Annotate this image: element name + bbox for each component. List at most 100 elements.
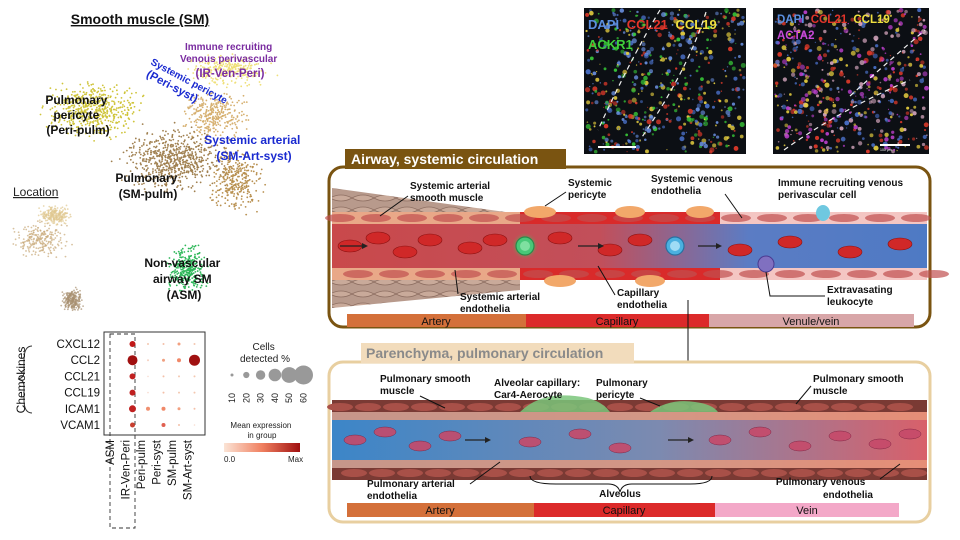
airway-lumen: [332, 224, 927, 268]
alveolar-capillary-aerocyte: [520, 395, 610, 412]
size-legend-dot: [281, 367, 298, 383]
parenchyma-red-blood-cells: [343, 426, 922, 454]
cluster-label-asm: Non-vascular airway SM (ASM): [144, 256, 223, 302]
size-legend-dot: [268, 368, 282, 382]
dot-mark: [177, 342, 181, 346]
dot-mark: [162, 375, 165, 378]
group-label: SM-Art-syst: [183, 439, 195, 500]
micrograph-right-labels: DAPI CCL21 CCL19: [777, 14, 890, 26]
cluster-label-sm-pulm: Pulmonary (SM-pulm): [115, 171, 180, 201]
label-systemic-pericyte: Systemic pericyte: [568, 178, 615, 201]
dot-mark: [127, 355, 138, 366]
dot-mark: [161, 406, 166, 411]
immune-recruiting-venous-perivascular-cell: [816, 205, 830, 221]
cluster-label-ir-ven-peri: Immune recruiting Venous perivascular (I…: [180, 42, 280, 80]
dot-mark: [161, 423, 166, 427]
airway-header-bg: [345, 149, 566, 169]
label-pulm-sm-left: Pulmonary smooth muscle: [380, 374, 473, 397]
gene-label: ICAM1: [65, 404, 100, 416]
group-label: Peri-pulm: [136, 440, 148, 489]
parenchyma-bar-capillary-label: Capillary: [603, 505, 646, 517]
parenchyma-bar-artery-label: Artery: [425, 505, 455, 517]
size-legend-value: 60: [299, 393, 309, 403]
airway-bar-capillary: [526, 314, 709, 327]
size-legend-dot: [294, 365, 313, 385]
gene-label: CCL2: [71, 355, 100, 367]
group-label: SM-pulm: [167, 440, 179, 486]
micrograph-left-signal: [584, 8, 746, 154]
airway-bar-artery: [347, 314, 526, 327]
size-legend-dot: [230, 373, 234, 377]
dot-mark: [193, 375, 196, 378]
size-legend-dot: [255, 370, 266, 380]
dot-mark: [162, 343, 165, 345]
dot-mark: [129, 405, 136, 413]
umap-scatter: [39, 53, 279, 294]
dot-mark: [178, 375, 180, 378]
dot-mark: [162, 358, 165, 362]
size-legend-value: 40: [270, 393, 280, 403]
parenchyma-bar-vein: [715, 503, 899, 517]
dot-mark: [147, 375, 149, 378]
colorbar-min: 0.0: [224, 455, 236, 464]
gene-label: CCL19: [64, 388, 100, 400]
dot-mark: [178, 424, 180, 426]
micrograph-right-scale-text: 100 µm: [880, 148, 892, 152]
dot-mark: [147, 359, 149, 362]
dotplot-ylabel: Chemokines: [14, 347, 28, 414]
label-capillary-endothelia: Capillary endothelia: [617, 288, 667, 311]
dot-mark: [146, 406, 150, 411]
label-pulm-sm-right: Pulmonary smooth muscle: [813, 374, 906, 397]
dot-mark: [193, 424, 196, 426]
dot-mark: [162, 391, 165, 394]
micrograph-right: 100 µm DAPI CCL21 CCL19 ACTA2: [772, 7, 929, 154]
airway-bar-artery-label: Artery: [421, 316, 451, 328]
size-legend-value: 30: [256, 393, 266, 403]
micrograph-left-labels: DAPI CCL21 CCL19: [588, 17, 717, 32]
airway-panel: Airway, systemic circulation: [325, 149, 949, 329]
parenchyma-header: Parenchyma, pulmonary circulation: [366, 345, 603, 361]
colorbar-max: Max: [288, 455, 303, 464]
airway-red-blood-cells: [337, 231, 913, 259]
dot-mark: [129, 373, 136, 380]
micrograph-left-label-ackr1: ACKR1: [588, 37, 633, 52]
umap-title: Smooth muscle (SM): [71, 11, 209, 27]
size-legend-value: 10: [227, 393, 237, 403]
systemic-pericyte-cell: [524, 206, 556, 218]
dot-mark: [147, 343, 149, 345]
umap-panel: Smooth muscle (SM) Location Immune recru…: [12, 11, 300, 312]
micrograph-right-vessel-outline: [783, 29, 926, 151]
chemokine-bracket: [17, 345, 33, 414]
dot-mark: [193, 391, 196, 394]
color-legend-title: Mean expression in group: [230, 421, 293, 440]
label-systemic-arterial-sm: Systemic arterial smooth muscle: [410, 181, 493, 204]
group-label: IR-Ven-Peri: [121, 440, 133, 499]
dot-mark: [147, 391, 149, 394]
dot-mark: [130, 422, 135, 428]
cluster-label-peri-pulm: Pulmonary pericyte (Peri-pulm): [45, 93, 110, 137]
location-inset-scatter: [12, 204, 84, 312]
dot-mark: [193, 407, 196, 410]
dotplot-frame: [103, 331, 206, 436]
parenchyma-bar-artery: [347, 503, 534, 517]
micrograph-left: DAPI CCL21 CCL19 ACKR1: [584, 8, 746, 154]
location-label: Location: [13, 185, 58, 199]
dot-mark: [129, 389, 136, 396]
group-label: ASM: [105, 440, 117, 465]
label-pulmonary-pericyte: Pulmonary pericyte: [596, 378, 650, 401]
dot-mark: [178, 391, 180, 394]
size-legend-value: 50: [284, 393, 294, 403]
colorbar: [224, 443, 300, 452]
micrograph-right-label-acta2: ACTA2: [777, 30, 814, 42]
parenchyma-bar-vein-label: Vein: [796, 505, 817, 517]
label-pulm-arterial-endothelia: Pulmonary arterial endothelia: [367, 479, 458, 502]
dot-mark: [177, 407, 181, 411]
parenchyma-header-bg: [361, 343, 634, 363]
airway-flow-arrows: [340, 243, 722, 249]
label-ir-venous-perivascular-cell: Immune recruiting venous perivascular ce…: [778, 178, 906, 201]
size-legend-value: 20: [241, 393, 251, 403]
airway-bar-venule: [709, 314, 914, 327]
label-alveolus: Alveolus: [599, 489, 641, 500]
